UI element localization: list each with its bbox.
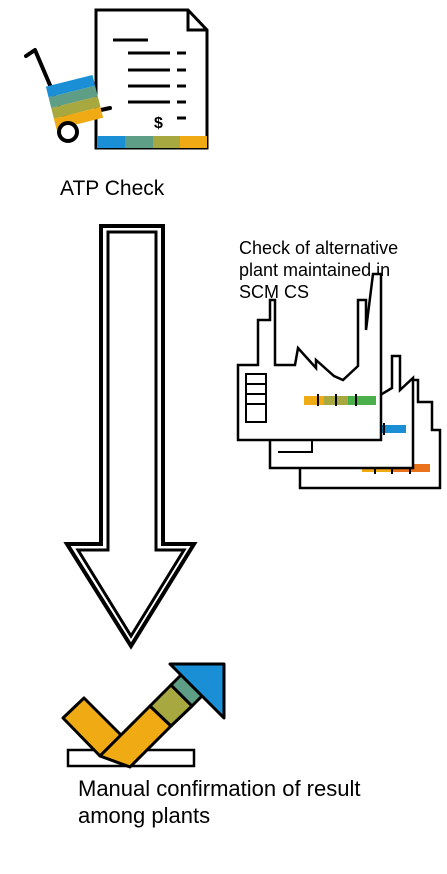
alternative-plant-line-2: plant maintained in <box>239 259 391 280</box>
document-fold <box>186 10 207 32</box>
alternative-plant-label: Check of alternative plant maintained in… <box>239 238 439 304</box>
atp-check-label: ATP Check <box>60 177 165 200</box>
factory-1 <box>236 272 383 442</box>
document-outline <box>94 8 209 150</box>
manual-confirmation-line-2: among plants <box>78 802 211 828</box>
cart-wheel <box>57 121 79 143</box>
dollar-sign-icon: $ <box>154 115 163 132</box>
alternative-plant-line-3: SCM CS <box>239 281 310 302</box>
document-lines <box>113 38 186 120</box>
alternative-plant-line-1: Check of alternative <box>239 238 399 258</box>
manual-confirmation-line-1: Manual confirmation of result <box>78 776 361 801</box>
manual-confirmation-label: Manual confirmation of result among plan… <box>78 776 443 830</box>
